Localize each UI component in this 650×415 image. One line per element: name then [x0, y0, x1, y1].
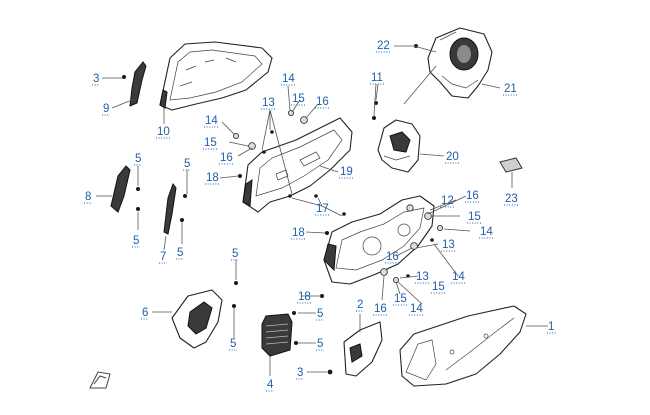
callout-15: 15	[204, 137, 217, 149]
callout-7: 7	[160, 251, 166, 263]
callout-17: 17	[316, 203, 329, 215]
leader-lines	[96, 31, 548, 376]
callout-16: 16	[386, 251, 399, 263]
callout-labels: 1 2 3 3 4 5 5 5 5 5 5 5 5 6 7 8 9 10 1	[84, 40, 556, 392]
callout-16: 16	[316, 96, 329, 108]
callout-16: 16	[220, 152, 233, 164]
callout-15: 15	[468, 211, 481, 223]
callout-5: 5	[232, 248, 238, 260]
fasteners	[122, 44, 443, 375]
part-4-vent-panel	[261, 313, 293, 357]
callout-4: 4	[267, 379, 274, 391]
part-6-lower-cover	[171, 289, 223, 349]
part-19-center-panel	[242, 117, 353, 213]
callout-18: 18	[298, 291, 311, 303]
callout-12: 12	[441, 195, 454, 207]
callout-23: 23	[505, 193, 518, 205]
callout-13: 13	[442, 239, 455, 251]
callout-5: 5	[135, 153, 141, 165]
part-20-mount-bracket	[377, 119, 421, 173]
callout-22: 22	[377, 40, 390, 52]
callout-15: 15	[394, 293, 407, 305]
callout-13: 13	[416, 271, 429, 283]
callout-8: 8	[85, 191, 91, 203]
callout-21: 21	[504, 83, 517, 95]
callout-18: 18	[292, 227, 305, 239]
pdf-icon[interactable]	[89, 371, 111, 389]
callout-16: 16	[374, 303, 387, 315]
part-7-thin-strip	[163, 182, 177, 235]
callout-3: 3	[297, 367, 303, 379]
callout-5: 5	[230, 338, 236, 350]
callout-5: 5	[317, 338, 323, 350]
part-21-upper-cowl	[427, 27, 493, 99]
callout-3: 3	[93, 73, 99, 85]
part-23-small-pad	[499, 157, 523, 173]
part-9-small-bracket	[129, 61, 147, 107]
part-1-large-side-panel	[399, 305, 527, 387]
callout-5: 5	[133, 235, 139, 247]
callout-10: 10	[157, 126, 170, 138]
callout-14: 14	[410, 303, 423, 315]
callout-11: 11	[371, 72, 383, 84]
callout-15: 15	[292, 93, 305, 105]
part-8-side-strip	[110, 165, 131, 213]
part-10-upper-side-cover	[159, 41, 273, 111]
part-2-small-side-cover	[343, 321, 383, 377]
callout-19: 19	[340, 166, 353, 178]
callout-14: 14	[282, 73, 295, 85]
callout-5: 5	[184, 158, 190, 170]
callout-1: 1	[548, 321, 554, 333]
callout-14: 14	[452, 271, 465, 283]
callout-2: 2	[357, 299, 363, 311]
callout-15: 15	[432, 281, 445, 293]
callout-20: 20	[446, 151, 459, 163]
callout-16: 16	[466, 190, 479, 202]
callout-6: 6	[142, 307, 148, 319]
callout-5: 5	[177, 247, 183, 259]
callout-18: 18	[206, 172, 219, 184]
callout-14: 14	[480, 226, 493, 238]
callout-5: 5	[317, 308, 323, 320]
callout-14: 14	[205, 115, 218, 127]
callout-13: 13	[262, 97, 275, 109]
callout-9: 9	[103, 103, 109, 115]
